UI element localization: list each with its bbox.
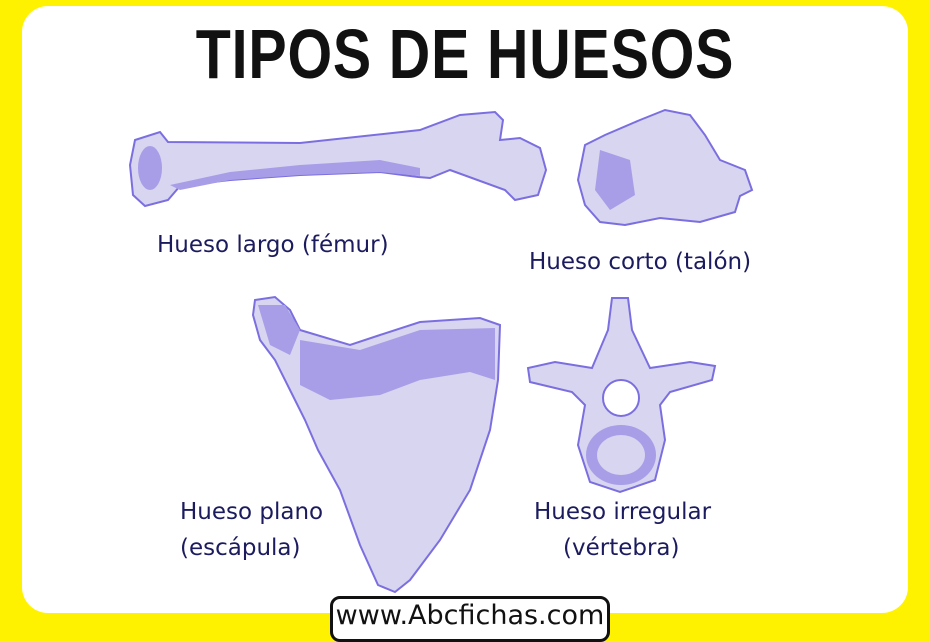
irregular-bone-example: (vértebra) bbox=[563, 535, 680, 561]
watermark-url: www.Abcfichas.com bbox=[330, 596, 610, 642]
calcaneus-illustration bbox=[576, 108, 754, 227]
bone-illustrations bbox=[128, 108, 754, 594]
page-title: TIPOS DE HUESOS bbox=[195, 15, 735, 93]
irregular-bone-label: Hueso irregular bbox=[534, 499, 712, 525]
femur-illustration bbox=[128, 110, 548, 208]
scapula-illustration bbox=[251, 295, 502, 594]
short-bone-label: Hueso corto (talón) bbox=[529, 249, 752, 275]
content-panel bbox=[22, 6, 908, 613]
flat-bone-example: (escápula) bbox=[180, 535, 301, 561]
flat-bone-label: Hueso plano bbox=[180, 499, 324, 525]
vertebra-illustration bbox=[526, 297, 717, 494]
long-bone-label: Hueso largo (fémur) bbox=[157, 232, 389, 258]
